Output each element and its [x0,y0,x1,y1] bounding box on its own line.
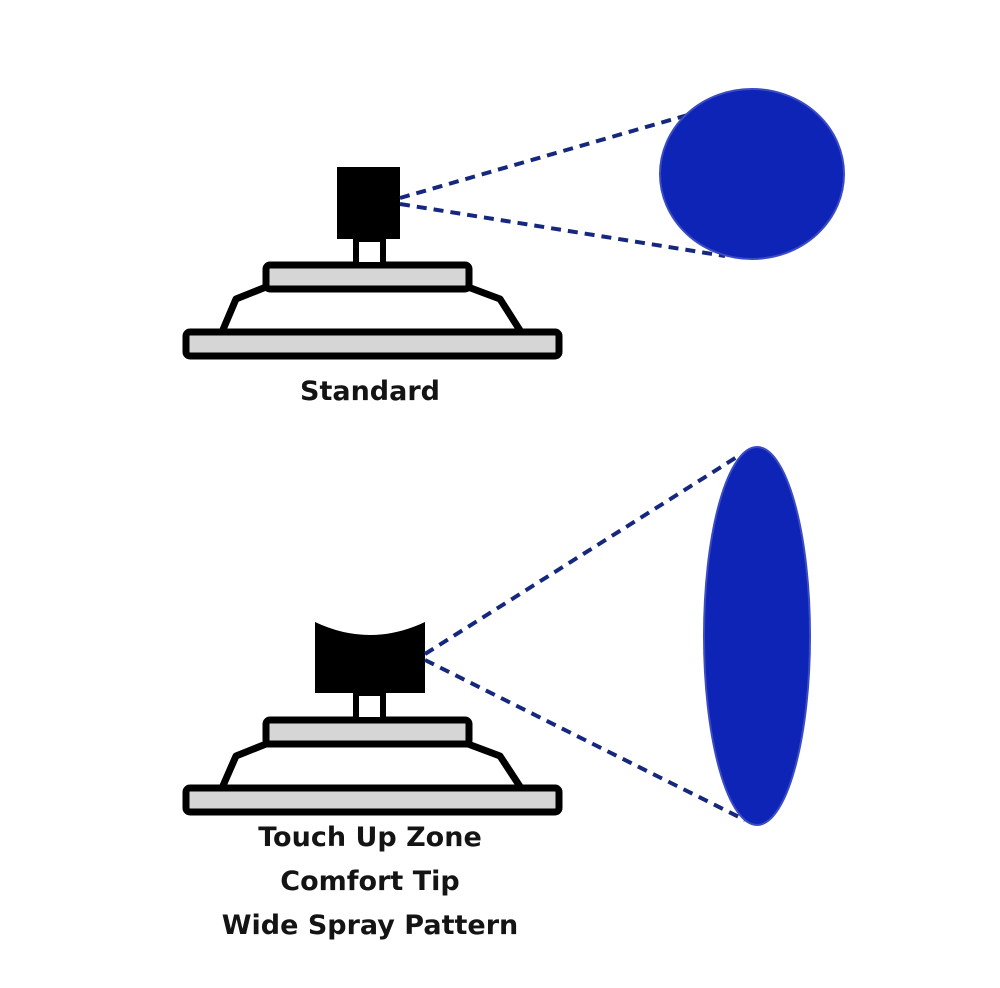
standard-spray-line-lower [399,202,726,258]
standard-bottom-rim [182,328,563,360]
standard-dome [218,283,524,334]
standard-valve-cup [262,261,473,293]
comfort-aerosol-can-top [182,622,563,816]
standard-aerosol-can-top [182,167,563,360]
comfort-wide-spray-pattern [703,446,811,826]
comfort-valve-cup [262,716,473,748]
comfort-dome [218,740,524,790]
standard-round-spray-pattern [659,88,845,260]
comfort-stem [353,690,386,723]
comfort-caption-line-2: Comfort Tip [280,866,459,897]
comfort-actuator-tip [315,622,425,693]
comfort-caption-line-1: Touch Up Zone [258,822,482,853]
standard-stem [353,236,386,268]
comfort-spray-line-upper [423,453,742,656]
standard-caption: Standard [300,376,440,407]
comfort-caption-line-3: Wide Spray Pattern [222,910,519,941]
standard-actuator-tip [337,167,400,239]
comfort-spray-line-lower [424,658,746,822]
comfort-bottom-rim [182,784,563,816]
standard-spray-line-upper [399,106,713,200]
